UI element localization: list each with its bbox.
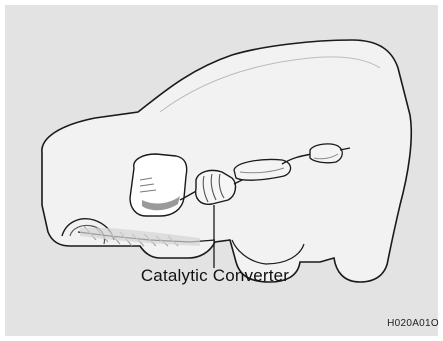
catalytic-converter-label: Catalytic Converter xyxy=(80,266,350,286)
figure-code: H020A01O xyxy=(387,318,439,329)
muffler xyxy=(310,144,342,163)
